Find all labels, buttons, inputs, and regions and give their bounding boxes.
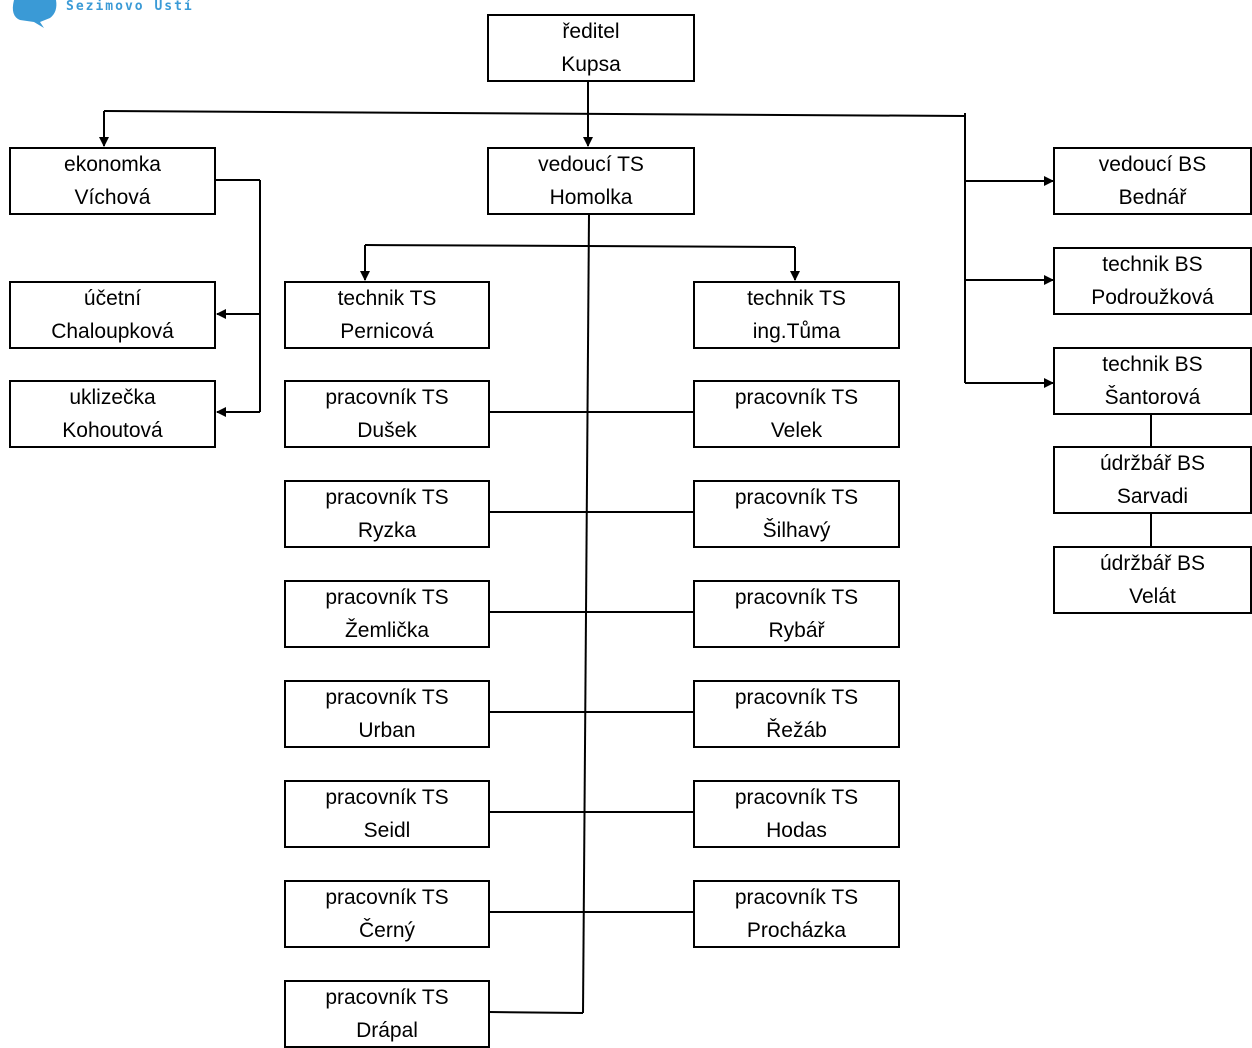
node-pracovnik-rezab: pracovník TS Řežáb (693, 680, 900, 748)
node-role: údržbář BS (1099, 552, 1206, 575)
node-name: Urban (358, 719, 416, 742)
node-name: Pernicová (340, 320, 434, 343)
node-pracovnik-urban: pracovník TS Urban (284, 680, 490, 748)
node-pracovnik-seidl: pracovník TS Seidl (284, 780, 490, 848)
node-name: Víchová (74, 186, 151, 209)
node-pracovnik-hodas: pracovník TS Hodas (693, 780, 900, 848)
node-name: Bednář (1118, 186, 1187, 209)
node-udrzbar-sarvadi: údržbář BS Sarvadi (1053, 446, 1252, 514)
node-name: Seidl (363, 819, 411, 842)
node-role: pracovník TS (325, 786, 449, 809)
node-name: Podroužková (1091, 286, 1214, 309)
node-role: pracovník TS (734, 786, 859, 809)
logo: Sezimovo Ústí (0, 0, 240, 30)
node-role: pracovník TS (734, 586, 859, 609)
node-name: Černý (358, 919, 416, 942)
node-name: Dušek (357, 419, 417, 442)
node-pracovnik-velek: pracovník TS Velek (693, 380, 900, 448)
node-role: vedoucí TS (538, 153, 644, 176)
node-pracovnik-rybar: pracovník TS Rybář (693, 580, 900, 648)
node-pracovnik-silhavy: pracovník TS Šilhavý (693, 480, 900, 548)
node-name: Kohoutová (62, 419, 163, 442)
node-role: údržbář BS (1099, 452, 1206, 475)
node-ucetni: účetní Chaloupková (9, 281, 216, 349)
node-role: technik BS (1102, 353, 1203, 376)
node-role: pracovník TS (734, 886, 859, 909)
node-name: Rybář (768, 619, 825, 642)
node-name: Velek (770, 419, 823, 442)
node-role: pracovník TS (734, 386, 859, 409)
node-name: Řežáb (766, 719, 827, 742)
node-vedouci-bs: vedoucí BS Bednář (1053, 147, 1252, 215)
node-reditel: ředitel Kupsa (487, 14, 695, 82)
node-role: ředitel (562, 20, 620, 43)
node-role: technik TS (747, 287, 846, 310)
node-role: pracovník TS (734, 486, 859, 509)
node-uklizecka: uklizečka Kohoutová (9, 380, 216, 448)
node-role: pracovník TS (325, 686, 449, 709)
node-name: Šantorová (1104, 386, 1201, 409)
node-technik-bs-podrouzkova: technik BS Podroužková (1053, 247, 1252, 315)
node-name: Hodas (766, 819, 827, 842)
node-technik-ts-tuma: technik TS ing.Tůma (693, 281, 900, 349)
node-role: pracovník TS (325, 486, 449, 509)
node-role: pracovník TS (325, 886, 449, 909)
node-role: ekonomka (64, 153, 161, 176)
node-name: Sarvadi (1116, 485, 1189, 508)
node-technik-ts-pernicova: technik TS Pernicová (284, 281, 490, 349)
node-name: Homolka (549, 186, 633, 209)
node-name: Chaloupková (51, 320, 174, 343)
node-role: pracovník TS (325, 386, 449, 409)
node-pracovnik-prochazka: pracovník TS Procházka (693, 880, 900, 948)
node-role: vedoucí BS (1098, 153, 1207, 176)
node-role: technik TS (337, 287, 437, 310)
node-name: Šilhavý (762, 519, 831, 542)
node-role: pracovník TS (325, 986, 449, 1009)
node-pracovnik-ryzka: pracovník TS Ryzka (284, 480, 490, 548)
node-ekonomka: ekonomka Víchová (9, 147, 216, 215)
logo-text: Sezimovo Ústí (66, 0, 194, 14)
node-role: pracovník TS (734, 686, 859, 709)
node-role: účetní (83, 287, 142, 310)
node-pracovnik-zemlicka: pracovník TS Žemlička (284, 580, 490, 648)
node-pracovnik-cerny: pracovník TS Černý (284, 880, 490, 948)
node-role: uklizečka (69, 386, 156, 409)
town-logo-icon (12, 0, 57, 28)
node-udrzbar-velat: údržbář BS Velát (1053, 546, 1252, 614)
node-name: Ryzka (357, 519, 417, 542)
node-name: ing.Tůma (752, 320, 841, 343)
node-name: Velát (1129, 585, 1176, 608)
node-role: pracovník TS (325, 586, 449, 609)
node-name: Žemlička (344, 619, 429, 642)
node-vedouci-ts: vedoucí TS Homolka (487, 147, 695, 215)
node-name: Kupsa (561, 53, 621, 76)
node-pracovnik-drapal: pracovník TS Drápal (284, 980, 490, 1048)
node-technik-bs-santorova: technik BS Šantorová (1053, 347, 1252, 415)
node-name: Drápal (356, 1019, 418, 1042)
node-role: technik BS (1102, 253, 1203, 276)
node-pracovnik-dusek: pracovník TS Dušek (284, 380, 490, 448)
node-name: Procházka (746, 919, 847, 942)
